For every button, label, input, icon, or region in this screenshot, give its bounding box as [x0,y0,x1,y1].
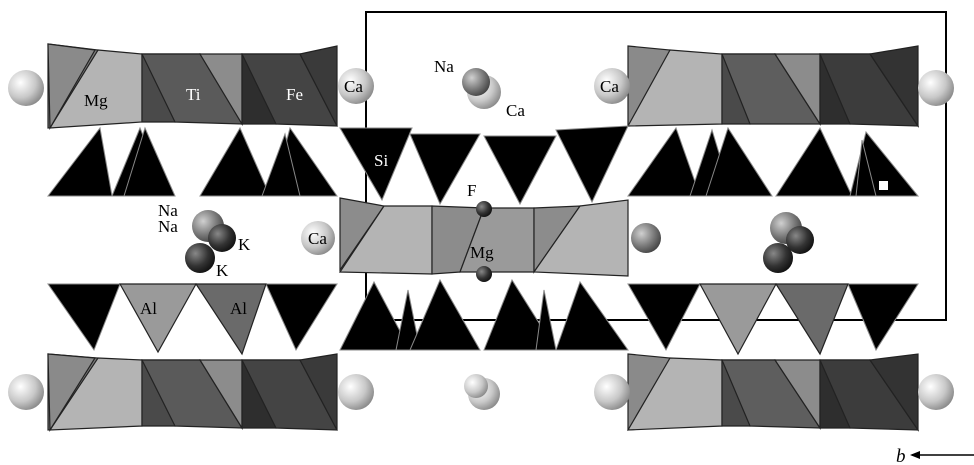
b-axis-indicator: b [896,446,974,465]
label-mg: Mg [470,243,494,262]
tetrahedron [855,139,877,197]
label-na: Na [158,201,178,220]
label-ca: Ca [600,77,619,96]
label-mg: Mg [84,91,108,110]
tetrahedron [409,278,481,351]
tetrahedron [535,289,557,351]
atom-ca [594,374,630,410]
tetrahedron [339,127,413,202]
octahedron [118,283,198,354]
label-ca: Ca [344,77,363,96]
atom-k [185,243,215,273]
tetrahedron [261,132,301,197]
atom-ca [338,374,374,410]
octahedron [774,283,849,356]
vacancy-marker [879,181,888,190]
atom-ca [918,374,954,410]
octahedron [47,43,96,131]
atom-k [786,226,814,254]
atoms [8,68,954,410]
atom-ca [338,68,374,104]
octahedron [868,45,919,128]
octahedron [194,283,267,356]
tetrahedron [265,283,338,352]
label-ca: Ca [308,229,327,248]
atom-na [462,68,490,96]
axis-arrow-head [910,451,920,459]
label-na: Na [158,217,178,236]
octahedron [698,283,778,356]
top-octahedral-layer-left [47,43,338,131]
lower-tetrahedral-sheet-middle [339,278,629,351]
label-si: Si [374,151,388,170]
octahedron [299,353,338,431]
lower-octahedra-right [698,283,849,356]
axis-label-b: b [896,446,906,465]
octahedron [299,45,338,127]
lower-octahedra-left [118,283,267,356]
upper-tetrahedral-sheet-middle [339,125,629,206]
top-octahedral-layer-right [626,45,920,128]
atom-ca [594,68,630,104]
tetrahedron [627,126,701,197]
label-ca: Ca [506,101,525,120]
bottom-octahedral-layer-left [47,353,339,433]
atom-ca [8,374,44,410]
middle-octahedral-layer [338,197,629,277]
label-f: F [467,181,476,200]
lower-tetrahedral-sheet-left [47,283,338,352]
atom-f [476,266,492,282]
label-al: Al [230,299,247,318]
tetrahedron [47,283,121,352]
label-al: Al [140,299,157,318]
upper-tetrahedral-sheet-left [46,126,338,197]
tetrahedron [339,280,411,351]
tetrahedron [395,289,421,351]
tetrahedron [705,126,773,197]
atom-ca [631,223,661,253]
label-k: K [238,235,251,254]
tetrahedron [775,126,853,197]
atom-k [208,224,236,252]
label-fe: Fe [286,85,303,104]
tetrahedron [627,283,701,352]
tetrahedron [409,133,481,206]
label-k: K [216,261,229,280]
tetrahedron [123,126,176,197]
atom-ca [8,70,44,106]
labels: Na Ca Ca Ca Mg Ti Fe Si F Mg Ca Na Na K … [84,57,619,318]
tetrahedron [483,135,557,206]
label-ti: Ti [186,85,201,104]
octahedron [532,199,629,277]
tetrahedron [555,280,629,351]
tetrahedron [199,126,271,197]
atom-ca [301,221,335,255]
atom-f [476,201,492,217]
label-na: Na [434,57,454,76]
octahedron [47,353,97,433]
atom-ca [918,70,954,106]
atom-na [464,374,488,398]
tetrahedron [46,126,113,197]
atom-k [763,243,793,273]
tetrahedron [555,125,629,204]
bottom-octahedral-layer-right [626,353,920,432]
lower-tetrahedral-sheet-right [627,283,919,352]
upper-tetrahedral-sheet-right [627,126,920,197]
tetrahedron [847,283,919,352]
